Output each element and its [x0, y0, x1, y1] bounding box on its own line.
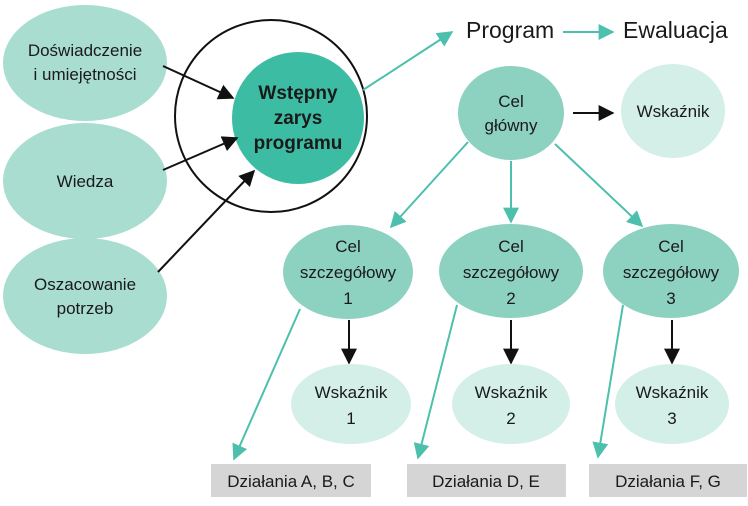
indicator-1-line-1: Wskaźnik — [315, 383, 388, 402]
arrow-main-to-specific-3 — [554, 143, 644, 228]
indicator-1: Wskaźnik 1 — [291, 364, 411, 444]
indicator-3-line-1: Wskaźnik — [636, 383, 709, 402]
specific-goal-3-line-1: Cel — [658, 237, 684, 256]
flow-program-label: Program — [466, 17, 554, 43]
main-goal-node: Cel główny — [458, 66, 564, 160]
arrow-knowledge-to-core — [162, 136, 239, 171]
arrow-needs-to-core — [157, 169, 256, 273]
indicator-1-ellipse — [291, 364, 411, 444]
input-knowledge-label: Wiedza — [57, 172, 114, 191]
actions-box-2-rect — [407, 464, 566, 497]
specific-goal-1: Cel szczegółowy 1 — [283, 225, 413, 319]
main-indicator-label: Wskaźnik — [637, 102, 710, 121]
indicator-2-line-1: Wskaźnik — [475, 383, 548, 402]
indicator-3: Wskaźnik 3 — [615, 364, 729, 444]
specific-goal-1-ellipse — [283, 225, 413, 319]
specific-goal-2-ellipse — [439, 224, 583, 318]
specific-goal-2-line-1: Cel — [498, 237, 524, 256]
specific-goal-2-line-2: szczegółowy — [463, 263, 560, 282]
core-circle — [232, 52, 364, 184]
arrow-experience-to-core — [162, 65, 235, 100]
core-line-1: Wstępny — [258, 83, 338, 104]
input-experience: Doświadczenie i umiejętności — [3, 5, 167, 121]
indicator-3-line-2: 3 — [667, 409, 676, 428]
main-goal-line-2: główny — [485, 116, 538, 135]
core-line-2: zarys — [274, 108, 323, 129]
specific-goal-1-line-2: szczegółowy — [300, 263, 397, 282]
specific-goal-2-line-3: 2 — [506, 289, 515, 308]
specific-goal-1-line-3: 1 — [343, 289, 352, 308]
input-experience-ellipse — [3, 5, 167, 121]
indicator-1-line-2: 1 — [346, 409, 355, 428]
specific-goal-3-ellipse — [603, 224, 739, 318]
specific-goal-1-line-1: Cel — [335, 237, 361, 256]
input-experience-line-2: i umiejętności — [34, 65, 137, 84]
indicator-2-ellipse — [452, 364, 570, 444]
input-experience-line-1: Doświadczenie — [28, 41, 142, 60]
actions-box-3-label: Działania F, G — [615, 472, 721, 491]
specific-goal-3: Cel szczegółowy 3 — [603, 224, 739, 318]
flow-evaluation-label: Ewaluacja — [623, 17, 728, 43]
arrow-core-to-program — [362, 31, 454, 91]
actions-box-1-rect — [211, 464, 371, 497]
actions-box-3-rect — [589, 464, 747, 497]
input-knowledge-ellipse — [3, 123, 167, 239]
actions-box-2-label: Działania D, E — [432, 472, 540, 491]
input-needs-line-1: Oszacowanie — [34, 275, 136, 294]
core-outer-ring — [174, 19, 368, 213]
specific-goal-3-line-3: 3 — [666, 289, 675, 308]
actions-box-3: Działania F, G — [589, 464, 747, 497]
actions-box-1-label: Działania A, B, C — [227, 472, 355, 491]
input-needs-ellipse — [3, 238, 167, 354]
indicator-3-ellipse — [615, 364, 729, 444]
input-knowledge: Wiedza — [3, 123, 167, 239]
main-indicator-ellipse — [621, 64, 725, 158]
arrow-main-to-specific-1 — [389, 141, 469, 229]
specific-goal-3-line-2: szczegółowy — [623, 263, 720, 282]
main-goal-ellipse — [458, 66, 564, 160]
actions-box-2: Działania D, E — [407, 464, 566, 497]
arrow-specific-3-to-actions — [592, 304, 624, 459]
input-needs: Oszacowanie potrzeb — [3, 238, 167, 354]
indicator-2-line-2: 2 — [506, 409, 515, 428]
arrow-specific-1-to-actions — [232, 308, 301, 461]
input-needs-line-2: potrzeb — [57, 299, 114, 318]
core-line-3: programu — [254, 133, 343, 154]
arrow-specific-2-to-actions — [413, 304, 458, 460]
indicator-2: Wskaźnik 2 — [452, 364, 570, 444]
actions-box-1: Działania A, B, C — [211, 464, 371, 497]
main-indicator-node: Wskaźnik — [621, 64, 725, 158]
specific-goal-2: Cel szczegółowy 2 — [439, 224, 583, 318]
core-node: Wstępny zarys programu — [232, 52, 364, 184]
main-goal-line-1: Cel — [498, 92, 524, 111]
